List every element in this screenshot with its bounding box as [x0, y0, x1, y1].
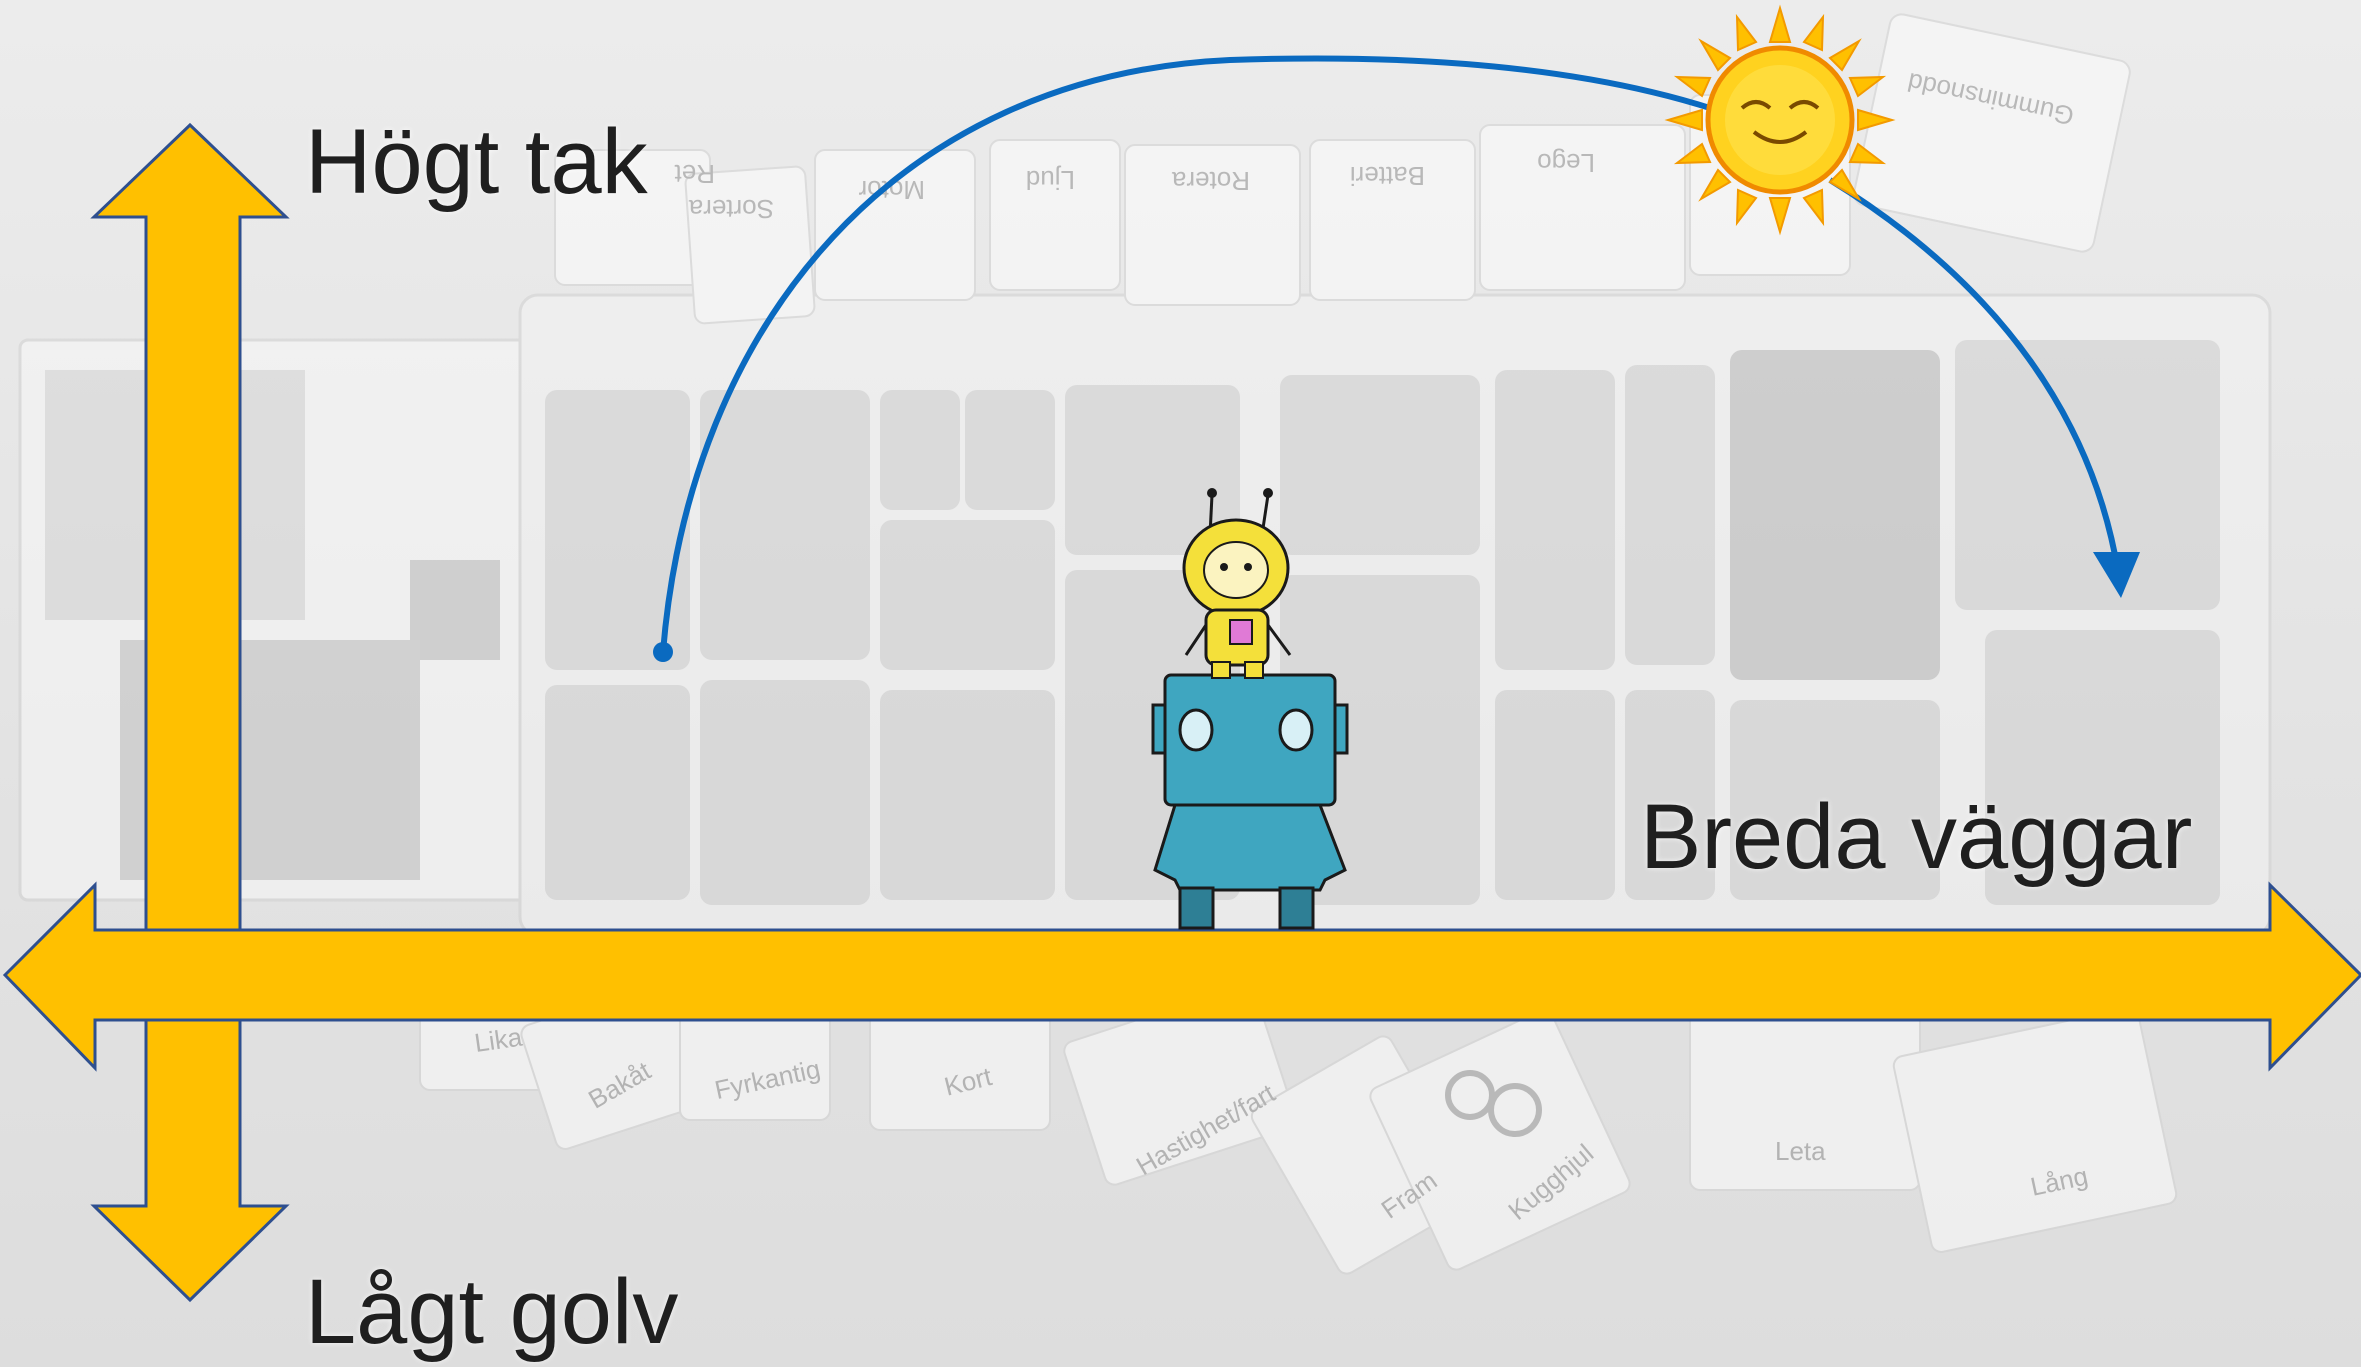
card-label: Rotera — [1171, 166, 1250, 196]
background-photo: Ret Sortera Motor Ljud Rotera Batteri Le… — [18, 13, 2272, 1275]
card-label: Ljud — [1026, 165, 1075, 195]
card-label: Lika — [473, 1022, 525, 1058]
sun-icon — [1664, 4, 1896, 236]
arc-arrowhead — [2093, 552, 2140, 598]
label-low-floor: Lågt golv — [305, 1261, 679, 1363]
label-wide-walls: Breda väggar — [1640, 786, 2193, 888]
small-robot-icon — [1182, 488, 1292, 679]
card-label: Lego — [1537, 148, 1595, 178]
card-label: Batteri — [1350, 161, 1425, 191]
card-label: Ret — [674, 159, 715, 189]
trajectory-arc — [653, 55, 2140, 662]
horizontal-double-arrow — [2, 881, 2361, 1072]
gear-icon — [1445, 1070, 1542, 1137]
card-label: Leta — [1775, 1136, 1826, 1166]
arc-start-dot — [653, 642, 673, 662]
large-robot-icon — [1151, 673, 1349, 930]
card-label: Sortera — [688, 194, 774, 224]
label-high-ceiling: Högt tak — [305, 111, 648, 213]
